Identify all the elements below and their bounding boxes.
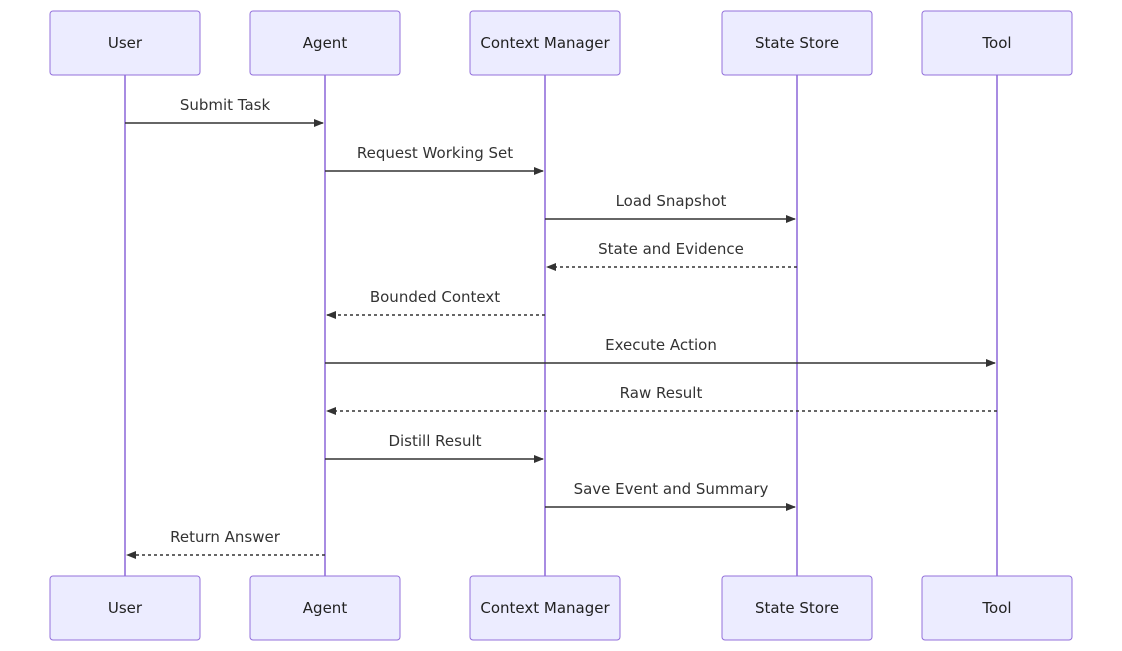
- message-3: Load Snapshot: [545, 192, 796, 223]
- actor-top-state-store: State Store: [721, 10, 873, 76]
- actor-bottom-tool: Tool: [921, 575, 1073, 641]
- message-4: State and Evidence: [546, 240, 797, 271]
- message-8: Distill Result: [325, 432, 544, 463]
- actor-label: Tool: [981, 599, 1011, 617]
- message-7: Raw Result: [326, 384, 997, 415]
- actor-bottom-user: User: [49, 575, 201, 641]
- message-9: Save Event and Summary: [545, 480, 796, 511]
- actor-box: [49, 10, 201, 76]
- message-label: Save Event and Summary: [574, 480, 769, 498]
- actor-box: [249, 575, 401, 641]
- message-label: Request Working Set: [357, 144, 513, 162]
- actor-label: Agent: [303, 34, 348, 52]
- actor-label: State Store: [755, 34, 839, 52]
- actor-box: [721, 10, 873, 76]
- actor-box: [469, 575, 621, 641]
- actor-box: [721, 575, 873, 641]
- message-1: Submit Task: [125, 96, 324, 127]
- actor-top-agent: Agent: [249, 10, 401, 76]
- actor-top-user: User: [49, 10, 201, 76]
- message-label: Execute Action: [605, 336, 717, 354]
- actor-box: [249, 10, 401, 76]
- actor-label: User: [108, 599, 143, 617]
- lifelines: [124, 75, 998, 576]
- actor-box: [49, 575, 201, 641]
- message-5: Bounded Context: [326, 288, 545, 319]
- actor-box: [921, 10, 1073, 76]
- actor-label: State Store: [755, 599, 839, 617]
- actor-box: [921, 575, 1073, 641]
- actor-label: Agent: [303, 599, 348, 617]
- message-label: Return Answer: [170, 528, 281, 546]
- actor-label: Tool: [981, 34, 1011, 52]
- actor-bottom-context-manager: Context Manager: [469, 575, 621, 641]
- actor-top-context-manager: Context Manager: [469, 10, 621, 76]
- message-label: Distill Result: [388, 432, 481, 450]
- message-label: Raw Result: [620, 384, 703, 402]
- message-label: State and Evidence: [598, 240, 744, 258]
- message-label: Bounded Context: [370, 288, 500, 306]
- actor-bottom-state-store: State Store: [721, 575, 873, 641]
- message-2: Request Working Set: [325, 144, 544, 175]
- message-label: Submit Task: [180, 96, 271, 114]
- actor-label: User: [108, 34, 143, 52]
- actor-label: Context Manager: [480, 34, 610, 52]
- message-label: Load Snapshot: [616, 192, 727, 210]
- actor-box: [469, 10, 621, 76]
- actor-label: Context Manager: [480, 599, 610, 617]
- actor-top-tool: Tool: [921, 10, 1073, 76]
- actor-bottom-agent: Agent: [249, 575, 401, 641]
- message-6: Execute Action: [325, 336, 996, 367]
- message-10: Return Answer: [126, 528, 325, 559]
